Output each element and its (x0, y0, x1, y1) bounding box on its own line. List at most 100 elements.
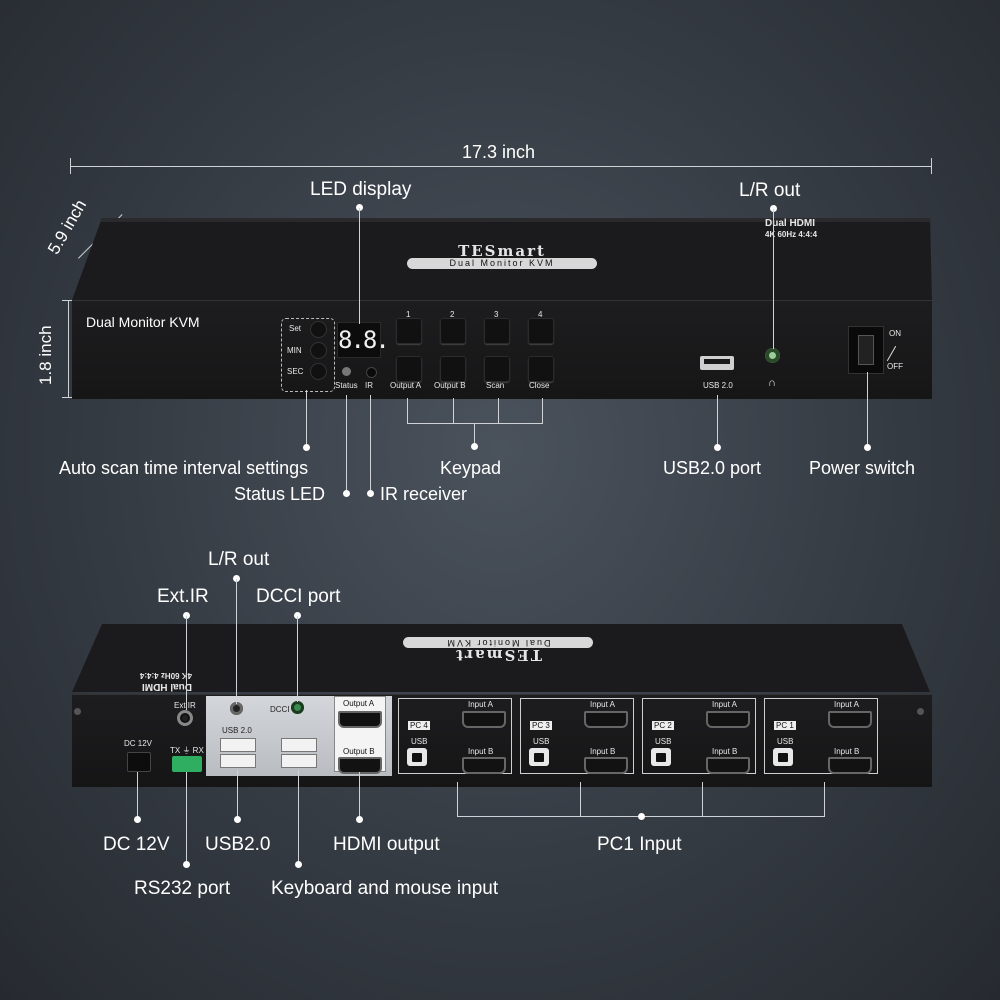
rear-badge: Dual HDMI 4K 60Hz 4:4:4 (92, 670, 192, 692)
pc-4-usb-label: USB (411, 737, 428, 746)
power-off-label: OFF (887, 362, 903, 371)
rear-brand-logo: TESmart (454, 646, 542, 664)
key-2-label: 2 (450, 310, 455, 319)
front-usb-port[interactable] (700, 356, 734, 370)
rs232-label: TX ⏚ RX (170, 746, 204, 755)
rear-device-top (72, 624, 932, 696)
rear-callout-dc-dot (134, 816, 141, 823)
rear-callout-keyboard-mouse: Keyboard and mouse input (271, 878, 499, 899)
ir-receiver (366, 367, 377, 378)
rear-callout-ext-ir-line (186, 616, 187, 710)
rs232-terminal[interactable] (172, 756, 202, 772)
rear-callout-lr-out-line (236, 579, 237, 704)
pc-1-usb-port[interactable] (773, 748, 793, 766)
lr-out-jack[interactable] (765, 348, 780, 363)
output-a-button[interactable] (396, 356, 422, 382)
rear-callout-ext-ir-dot (183, 612, 190, 619)
height-dimension-tick-top (62, 300, 74, 301)
callout-auto-scan: Auto scan time interval settings (59, 458, 309, 478)
rear-usb-port-1[interactable] (220, 738, 256, 752)
pc-3-usb-port[interactable] (529, 748, 549, 766)
interval-min-button[interactable] (310, 342, 327, 359)
callout-auto-scan-dot (303, 444, 310, 451)
headphone-icon: ∩ (768, 377, 776, 389)
pc-2-input-a-label: Input A (712, 700, 737, 709)
key-2-button[interactable] (440, 318, 466, 344)
width-dimension-tick-right (931, 158, 932, 174)
pc-4-input-a-port[interactable] (462, 711, 506, 728)
mouse-usb-port[interactable] (281, 754, 317, 768)
close-button[interactable] (528, 356, 554, 382)
dcci-jack[interactable] (291, 701, 304, 714)
output-b-button[interactable] (440, 356, 466, 382)
rear-screw-left (74, 708, 81, 715)
rear-usb-port-2[interactable] (220, 754, 256, 768)
rear-callout-usb20: USB2.0 (205, 834, 271, 855)
pc-2-frame (642, 698, 756, 774)
width-dimension-line (70, 166, 932, 167)
interval-sec-button[interactable] (310, 363, 327, 380)
close-label: Close (529, 381, 550, 390)
pc-2-usb-port[interactable] (651, 748, 671, 766)
output-a-hdmi-port[interactable] (338, 711, 382, 728)
output-b-hdmi-port[interactable] (338, 757, 382, 774)
output-a-label: Output A (390, 381, 422, 390)
rear-callout-dc-line (137, 772, 138, 818)
dcci-label: DCCI (270, 705, 290, 714)
callout-ir-receiver: IR receiver (380, 484, 468, 504)
rear-lr-out-jack[interactable] (230, 702, 243, 715)
key-4-button[interactable] (528, 318, 554, 344)
scan-label: Scan (486, 381, 505, 390)
power-switch[interactable] (848, 326, 884, 374)
rear-callout-usb20-dot (234, 816, 241, 823)
status-label: Status (335, 381, 358, 390)
pc-3-input-b-port[interactable] (584, 757, 628, 774)
callout-keypad: Keypad (440, 458, 502, 478)
rear-callout-pc1-dot (638, 813, 645, 820)
rear-screw-right (917, 708, 924, 715)
output-b-label: Output B (434, 381, 466, 390)
key-1-button[interactable] (396, 318, 422, 344)
keyboard-usb-port[interactable] (281, 738, 317, 752)
callout-usb-port-line (717, 395, 718, 447)
pc-2-input-b-port[interactable] (706, 757, 750, 774)
front-badge-line2: 4K 60Hz 4:4:4 (765, 230, 818, 239)
rear-callout-keyboard-line (298, 770, 299, 863)
pc-3-usb-label: USB (533, 737, 550, 746)
ext-ir-label: Ext IR (174, 701, 196, 710)
pc-3-input-a-port[interactable] (584, 711, 628, 728)
pc-3-label: PC 3 (530, 721, 552, 730)
pc-1-input-b-port[interactable] (828, 757, 872, 774)
callout-led-display: LED display (310, 179, 412, 200)
rear-callout-ext-ir: Ext.IR (157, 586, 209, 607)
dc-port[interactable] (127, 752, 151, 772)
callout-status-led-line (346, 395, 347, 492)
rear-callout-hdmi-output-dot (356, 816, 363, 823)
height-dimension-tick-bottom (62, 397, 74, 398)
rear-callout-rs232-port: RS232 port (134, 878, 231, 899)
front-badge: Dual HDMI 4K 60Hz 4:4:4 (765, 218, 865, 240)
ext-ir-jack[interactable] (177, 710, 193, 726)
key-3-button[interactable] (484, 318, 510, 344)
height-dimension-line (68, 300, 69, 398)
callout-lr-out: L/R out (739, 180, 801, 201)
rear-callout-pc1-input: PC1 Input (597, 834, 682, 855)
pc-2-input-b-label: Input B (712, 747, 738, 756)
rear-callout-lr-out: L/R out (208, 549, 270, 570)
pc-4-usb-port[interactable] (407, 748, 427, 766)
front-model-label: Dual Monitor KVM (86, 314, 200, 330)
pc-4-label: PC 4 (408, 721, 430, 730)
scan-button[interactable] (484, 356, 510, 382)
pc-4-frame (398, 698, 512, 774)
callout-lr-out-line (773, 209, 774, 349)
pc-2-input-a-port[interactable] (706, 711, 750, 728)
led-display: 8.8. (337, 322, 390, 358)
pc-2-label: PC 2 (652, 721, 674, 730)
interval-set-button[interactable] (310, 321, 327, 338)
power-on-label: ON (889, 329, 901, 338)
pc-3-input-b-label: Input B (590, 747, 616, 756)
pc-1-input-a-port[interactable] (828, 711, 872, 728)
pc-1-frame (764, 698, 878, 774)
rear-callout-hdmi-output: HDMI output (333, 834, 440, 855)
pc-4-input-b-port[interactable] (462, 757, 506, 774)
